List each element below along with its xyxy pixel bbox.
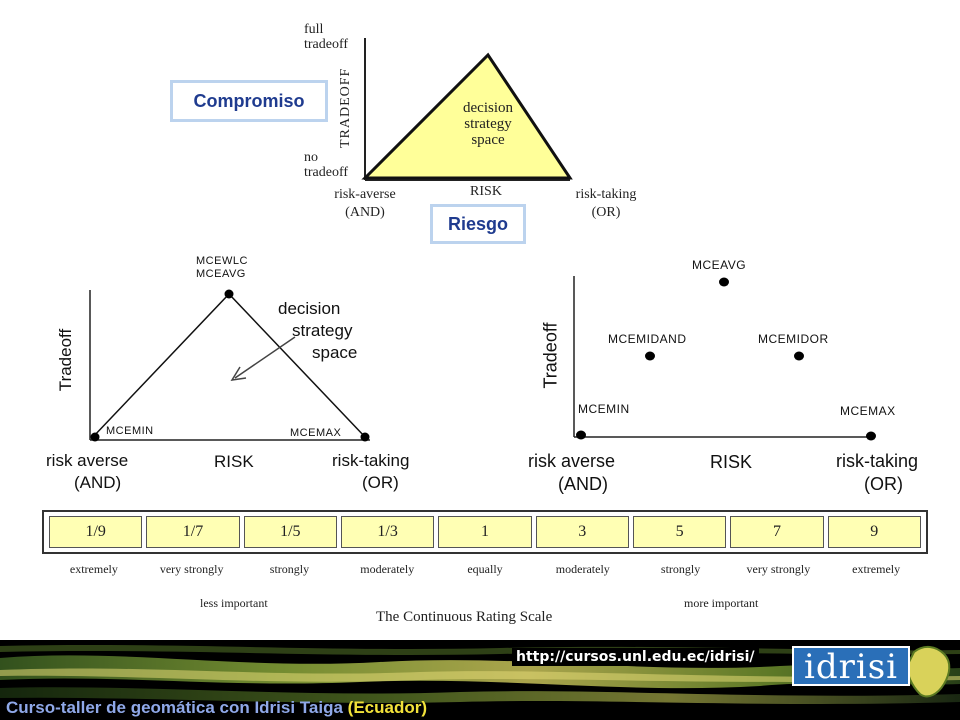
label-mcemax: MCEMAX: [840, 404, 896, 418]
label-mcemidand: MCEMIDAND: [608, 332, 687, 346]
triangle-label-line1: decision: [463, 100, 513, 116]
left-y-axis-label: Tradeoff: [56, 328, 75, 392]
callout-riesgo: Riesgo: [430, 204, 526, 244]
apex-label-line2: MCEAVG: [196, 268, 246, 280]
left-x-right-line1: risk-taking: [332, 451, 410, 470]
apex-label-line1: MCEWLC: [196, 255, 248, 267]
y-bottom-line2: tradeoff: [304, 165, 349, 180]
scale-cell: 1/7: [146, 516, 240, 548]
left-x-left-label: risk averse (AND): [46, 450, 146, 494]
scale-descriptor: extremely: [852, 562, 901, 576]
rating-scale-cells: 1/9 1/7 1/5 1/3 1 3 5 7 9: [49, 516, 921, 548]
rating-scale-bar: 1/9 1/7 1/5 1/3 1 3 5 7 9: [42, 510, 928, 554]
triangle-label-line3: space: [471, 132, 505, 148]
footer-title-main: Curso-taller de geomática con Idrisi Tai…: [6, 698, 348, 717]
space-label-line1: decision: [278, 299, 341, 318]
label-mcemin: MCEMIN: [578, 402, 630, 416]
left-x-left-line2: (AND): [74, 473, 122, 492]
space-label-line3: space: [312, 343, 358, 362]
scale-descriptor: moderately: [360, 562, 415, 576]
idrisi-logo: idrisi: [792, 646, 910, 686]
top-triangle: [361, 52, 573, 180]
footer-title-highlight: (Ecuador): [347, 698, 428, 717]
y-bottom-line1: no: [304, 150, 318, 165]
right-x-left-line1: risk averse: [528, 451, 616, 471]
right-x-right-line1: risk-taking: [836, 451, 919, 471]
right-x-axis-label: RISK: [710, 452, 753, 472]
rating-scale-descriptors: extremely very strongly strongly moderat…: [47, 562, 923, 577]
top-diagram-graphic: [361, 38, 573, 181]
footer-title: Curso-taller de geomática con Idrisi Tai…: [6, 698, 427, 718]
right-x-left-label: risk averse (AND): [528, 450, 638, 496]
more-important-label: more important: [684, 596, 759, 610]
top-x-left-label: risk-averse (AND): [325, 186, 405, 222]
scale-cell: 5: [632, 516, 727, 548]
ecuador-map-icon: [906, 646, 951, 698]
left-arrow-head: [230, 366, 247, 381]
left-x-left-line1: risk averse: [46, 451, 129, 470]
scale-cell: 1: [438, 516, 532, 548]
x-right-line1: risk-taking: [575, 187, 637, 202]
right-x-right-line2: (OR): [864, 474, 903, 494]
right-y-axis-label: Tradeoff: [540, 322, 561, 389]
left-min-point: [90, 432, 100, 442]
left-arrow-line: [234, 336, 296, 379]
rating-scale-title: The Continuous Rating Scale: [376, 609, 553, 625]
x-right-line2: (OR): [591, 205, 621, 220]
left-diagram-graphic: [89, 289, 370, 442]
scale-descriptor: equally: [467, 562, 503, 576]
left-min-label: MCEMIN: [106, 425, 154, 437]
top-y-bottom-label: no tradeoff: [304, 150, 348, 180]
label-mceavg: MCEAVG: [692, 258, 747, 272]
point-mcemidand: [645, 351, 655, 361]
top-triangle-label: decision strategy space: [458, 100, 518, 148]
top-y-top-label: full tradeoff: [304, 22, 348, 52]
right-x-left-line2: (AND): [558, 474, 608, 494]
left-apex-point: [224, 289, 234, 299]
scale-descriptor: strongly: [269, 562, 310, 576]
x-left-line1: risk-averse: [334, 187, 396, 202]
scale-cell: 7: [730, 516, 824, 548]
footer-banner: http://cursos.unl.edu.ec/idrisi/ idrisi …: [0, 640, 960, 720]
x-left-line2: (AND): [345, 205, 385, 220]
left-space-label: decision strategy space: [278, 298, 357, 364]
y-top-line2: tradeoff: [304, 37, 349, 52]
left-x-right-line2: (OR): [362, 473, 399, 492]
left-max-point: [360, 432, 370, 442]
scale-cell: 3: [535, 516, 629, 548]
space-label-line2: strategy: [292, 321, 353, 340]
scale-cell: 1/3: [340, 516, 435, 548]
point-mceavg: [719, 277, 729, 287]
right-diagram-graphic: [573, 276, 876, 441]
left-apex-label: MCEWLC MCEAVG: [196, 255, 248, 281]
point-mcemax: [866, 431, 876, 441]
scale-descriptor: moderately: [555, 562, 610, 576]
less-important-label: less important: [200, 596, 268, 610]
callout-compromiso: Compromiso: [170, 80, 328, 122]
scale-cell: 1/9: [49, 516, 143, 548]
scale-descriptor: strongly: [660, 562, 701, 576]
triangle-label-line2: strategy: [464, 116, 512, 132]
scale-descriptor: very strongly: [746, 562, 811, 576]
course-url[interactable]: http://cursos.unl.edu.ec/idrisi/: [512, 648, 759, 666]
top-x-axis-label: RISK: [470, 184, 502, 199]
top-x-right-label: risk-taking (OR): [566, 186, 646, 222]
scale-cell: 9: [827, 516, 921, 548]
scale-descriptor: extremely: [69, 562, 118, 576]
point-mcemidor: [794, 351, 804, 361]
scale-descriptor: very strongly: [159, 562, 224, 576]
right-x-right-label: risk-taking (OR): [836, 450, 946, 496]
left-x-right-label: risk-taking (OR): [332, 450, 432, 494]
point-mcemin: [576, 430, 586, 440]
y-top-line1: full: [304, 22, 324, 37]
scale-cell: 1/5: [243, 516, 337, 548]
left-x-axis-label: RISK: [214, 452, 254, 471]
label-mcemidor: MCEMIDOR: [758, 332, 829, 346]
top-y-axis-label: TRADEOFF: [338, 67, 353, 148]
left-max-label: MCEMAX: [290, 427, 342, 439]
